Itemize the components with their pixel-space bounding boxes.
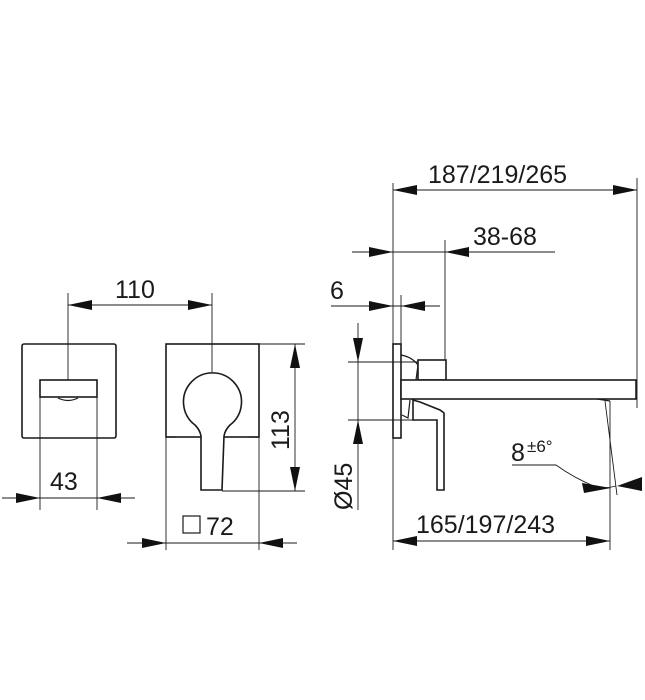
dimension-spout-reach: 165/197/243 <box>393 511 610 546</box>
dimension-72-label: 72 <box>206 513 234 541</box>
dimension-43: 43 <box>2 468 135 503</box>
dimension-diameter-label: Ø45 <box>330 463 358 510</box>
dimension-110: 110 <box>68 276 212 310</box>
dimension-diameter: Ø45 <box>330 323 363 510</box>
spout-arm <box>400 379 637 400</box>
side-view <box>348 178 638 550</box>
dimension-plate-thickness: 6 <box>330 277 440 311</box>
spout-front-view <box>21 293 117 510</box>
dimension-angle-value: 8 <box>511 439 525 467</box>
mixer-front-view <box>165 293 305 550</box>
dimension-43-label: 43 <box>50 468 78 496</box>
mixer-body-upper <box>417 359 447 381</box>
dimension-110-label: 110 <box>115 276 155 304</box>
dimension-72: 72 <box>127 513 297 548</box>
dimension-113: 113 <box>267 344 300 491</box>
dimension-wall-depth: 38-68 <box>352 223 555 257</box>
spout-outlet <box>39 379 98 398</box>
spout-aerator <box>57 397 79 402</box>
dimension-angle: 8 ±6° <box>511 437 642 493</box>
dimension-wall-depth-label: 38-68 <box>473 223 537 251</box>
mixer-lever-side <box>412 398 445 491</box>
dimension-plate-thickness-label: 6 <box>330 277 344 305</box>
dimension-total-length-label: 187/219/265 <box>428 161 567 189</box>
square-symbol-icon <box>182 515 201 534</box>
dimension-total-length: 187/219/265 <box>393 161 637 195</box>
wall-plate <box>392 343 402 439</box>
mixer-lever-handle <box>182 372 243 491</box>
dimension-angle-tolerance: ±6° <box>527 437 553 456</box>
dimension-113-label: 113 <box>267 410 295 450</box>
dimension-spout-reach-label: 165/197/243 <box>416 511 555 539</box>
